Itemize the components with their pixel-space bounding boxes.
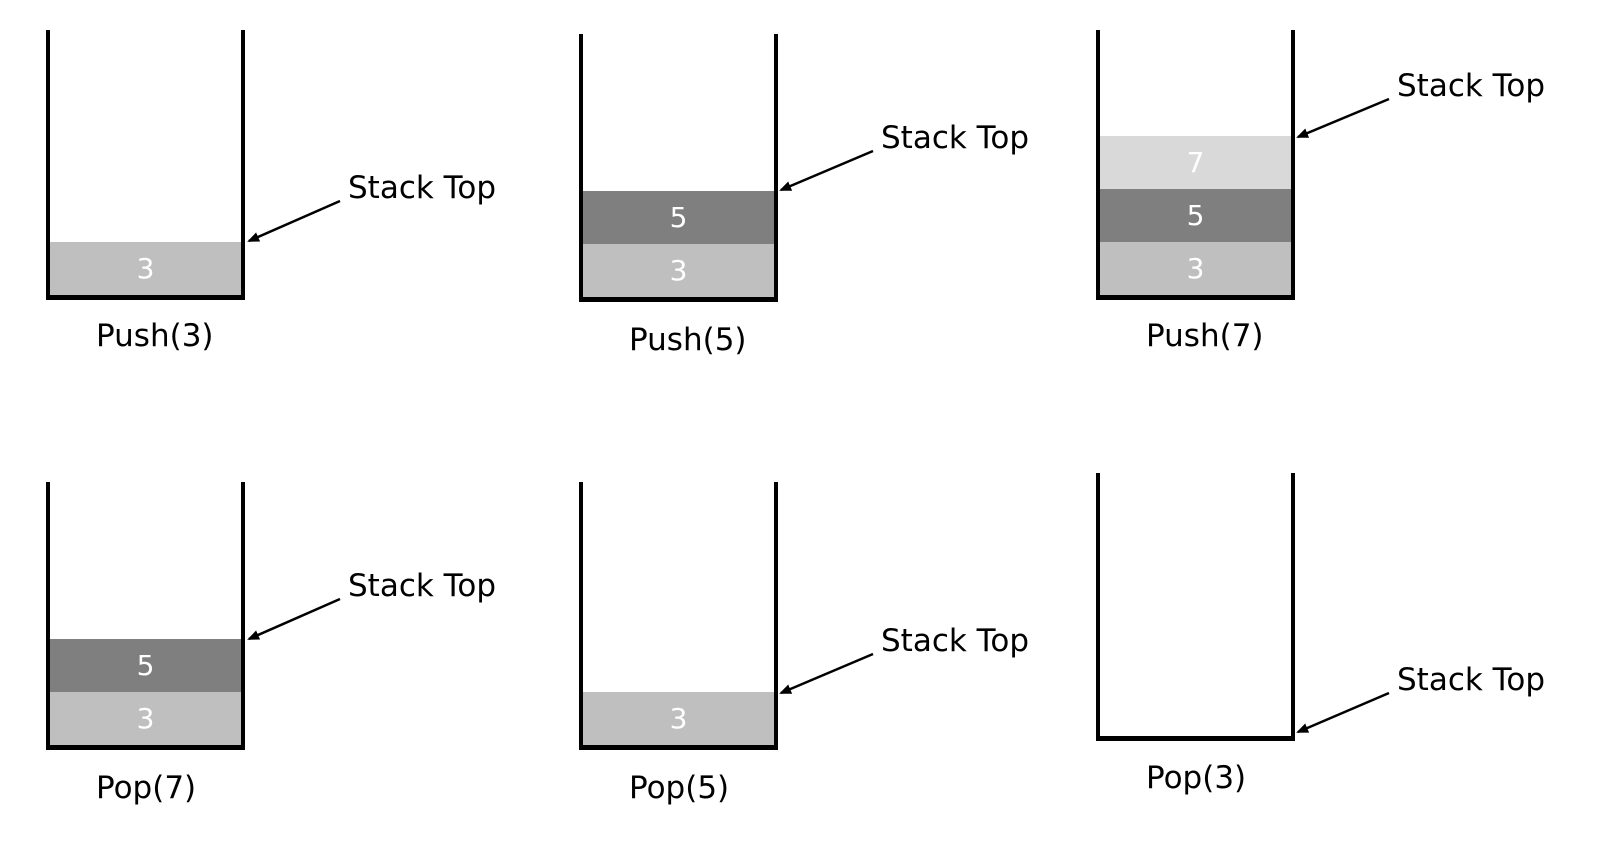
- stack-container: 3: [46, 30, 245, 300]
- stack-item: 5: [50, 639, 241, 692]
- operation-caption: Push(3): [96, 318, 214, 354]
- operation-caption: Push(7): [1146, 318, 1264, 354]
- operation-caption: Push(5): [629, 322, 747, 358]
- stack-item: 3: [1100, 242, 1291, 295]
- operation-caption: Pop(5): [629, 770, 730, 806]
- stack-top-label: Stack Top: [1397, 662, 1545, 698]
- stack-item: 3: [50, 242, 241, 295]
- stack-container: [1096, 473, 1295, 741]
- stack-top-label: Stack Top: [348, 568, 496, 604]
- stack-top-label: Stack Top: [881, 120, 1029, 156]
- stack-top-arrow: [247, 597, 341, 641]
- operation-caption: Pop(7): [96, 770, 197, 806]
- stack-top-arrow: [779, 652, 874, 695]
- stack-top-label: Stack Top: [348, 170, 496, 206]
- stack-item: 7: [1100, 136, 1291, 189]
- stack-item: 5: [1100, 189, 1291, 242]
- operation-caption: Pop(3): [1146, 760, 1247, 796]
- stack-top-label: Stack Top: [1397, 68, 1545, 104]
- stack-item: 3: [583, 244, 774, 297]
- stack-top-arrow: [1296, 691, 1390, 734]
- stack-item: 3: [583, 692, 774, 745]
- stack-item: 3: [50, 692, 241, 745]
- stack-container: 3: [579, 482, 778, 750]
- stack-top-arrow: [247, 199, 341, 243]
- stack-top-arrow: [1296, 97, 1390, 139]
- stack-top-arrow: [779, 149, 874, 192]
- stack-item: 5: [583, 191, 774, 244]
- stack-top-label: Stack Top: [881, 623, 1029, 659]
